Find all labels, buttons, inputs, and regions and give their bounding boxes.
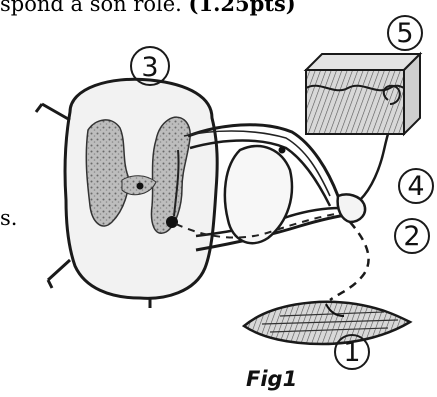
motor-neuron-body — [166, 216, 178, 228]
central-canal — [137, 183, 144, 190]
spinal-cord — [36, 79, 217, 308]
muscle-effector — [244, 302, 410, 344]
label-1: 1 — [335, 335, 369, 369]
skin-block-front — [306, 70, 404, 134]
label-4: 4 — [399, 169, 433, 203]
label-2-text: 2 — [403, 221, 420, 252]
label-3-text: 3 — [141, 52, 158, 83]
figure-caption: Fig1 — [246, 367, 297, 391]
label-5: 5 — [388, 16, 422, 50]
motor-nerve-dashed — [330, 222, 369, 300]
label-5-text: 5 — [396, 18, 413, 49]
spinal-root-left-bottom — [48, 260, 70, 288]
label-1-text: 1 — [343, 337, 360, 368]
skin-block-top — [306, 54, 420, 70]
ganglion-cell-body — [279, 147, 286, 154]
muscle-shape — [244, 302, 410, 344]
spinal-root-left-top — [36, 104, 70, 120]
spinal-nerve — [330, 106, 400, 300]
skin-receptor — [306, 54, 420, 134]
label-3: 3 — [131, 47, 169, 85]
label-4-text: 4 — [407, 171, 424, 202]
label-2: 2 — [395, 219, 429, 253]
